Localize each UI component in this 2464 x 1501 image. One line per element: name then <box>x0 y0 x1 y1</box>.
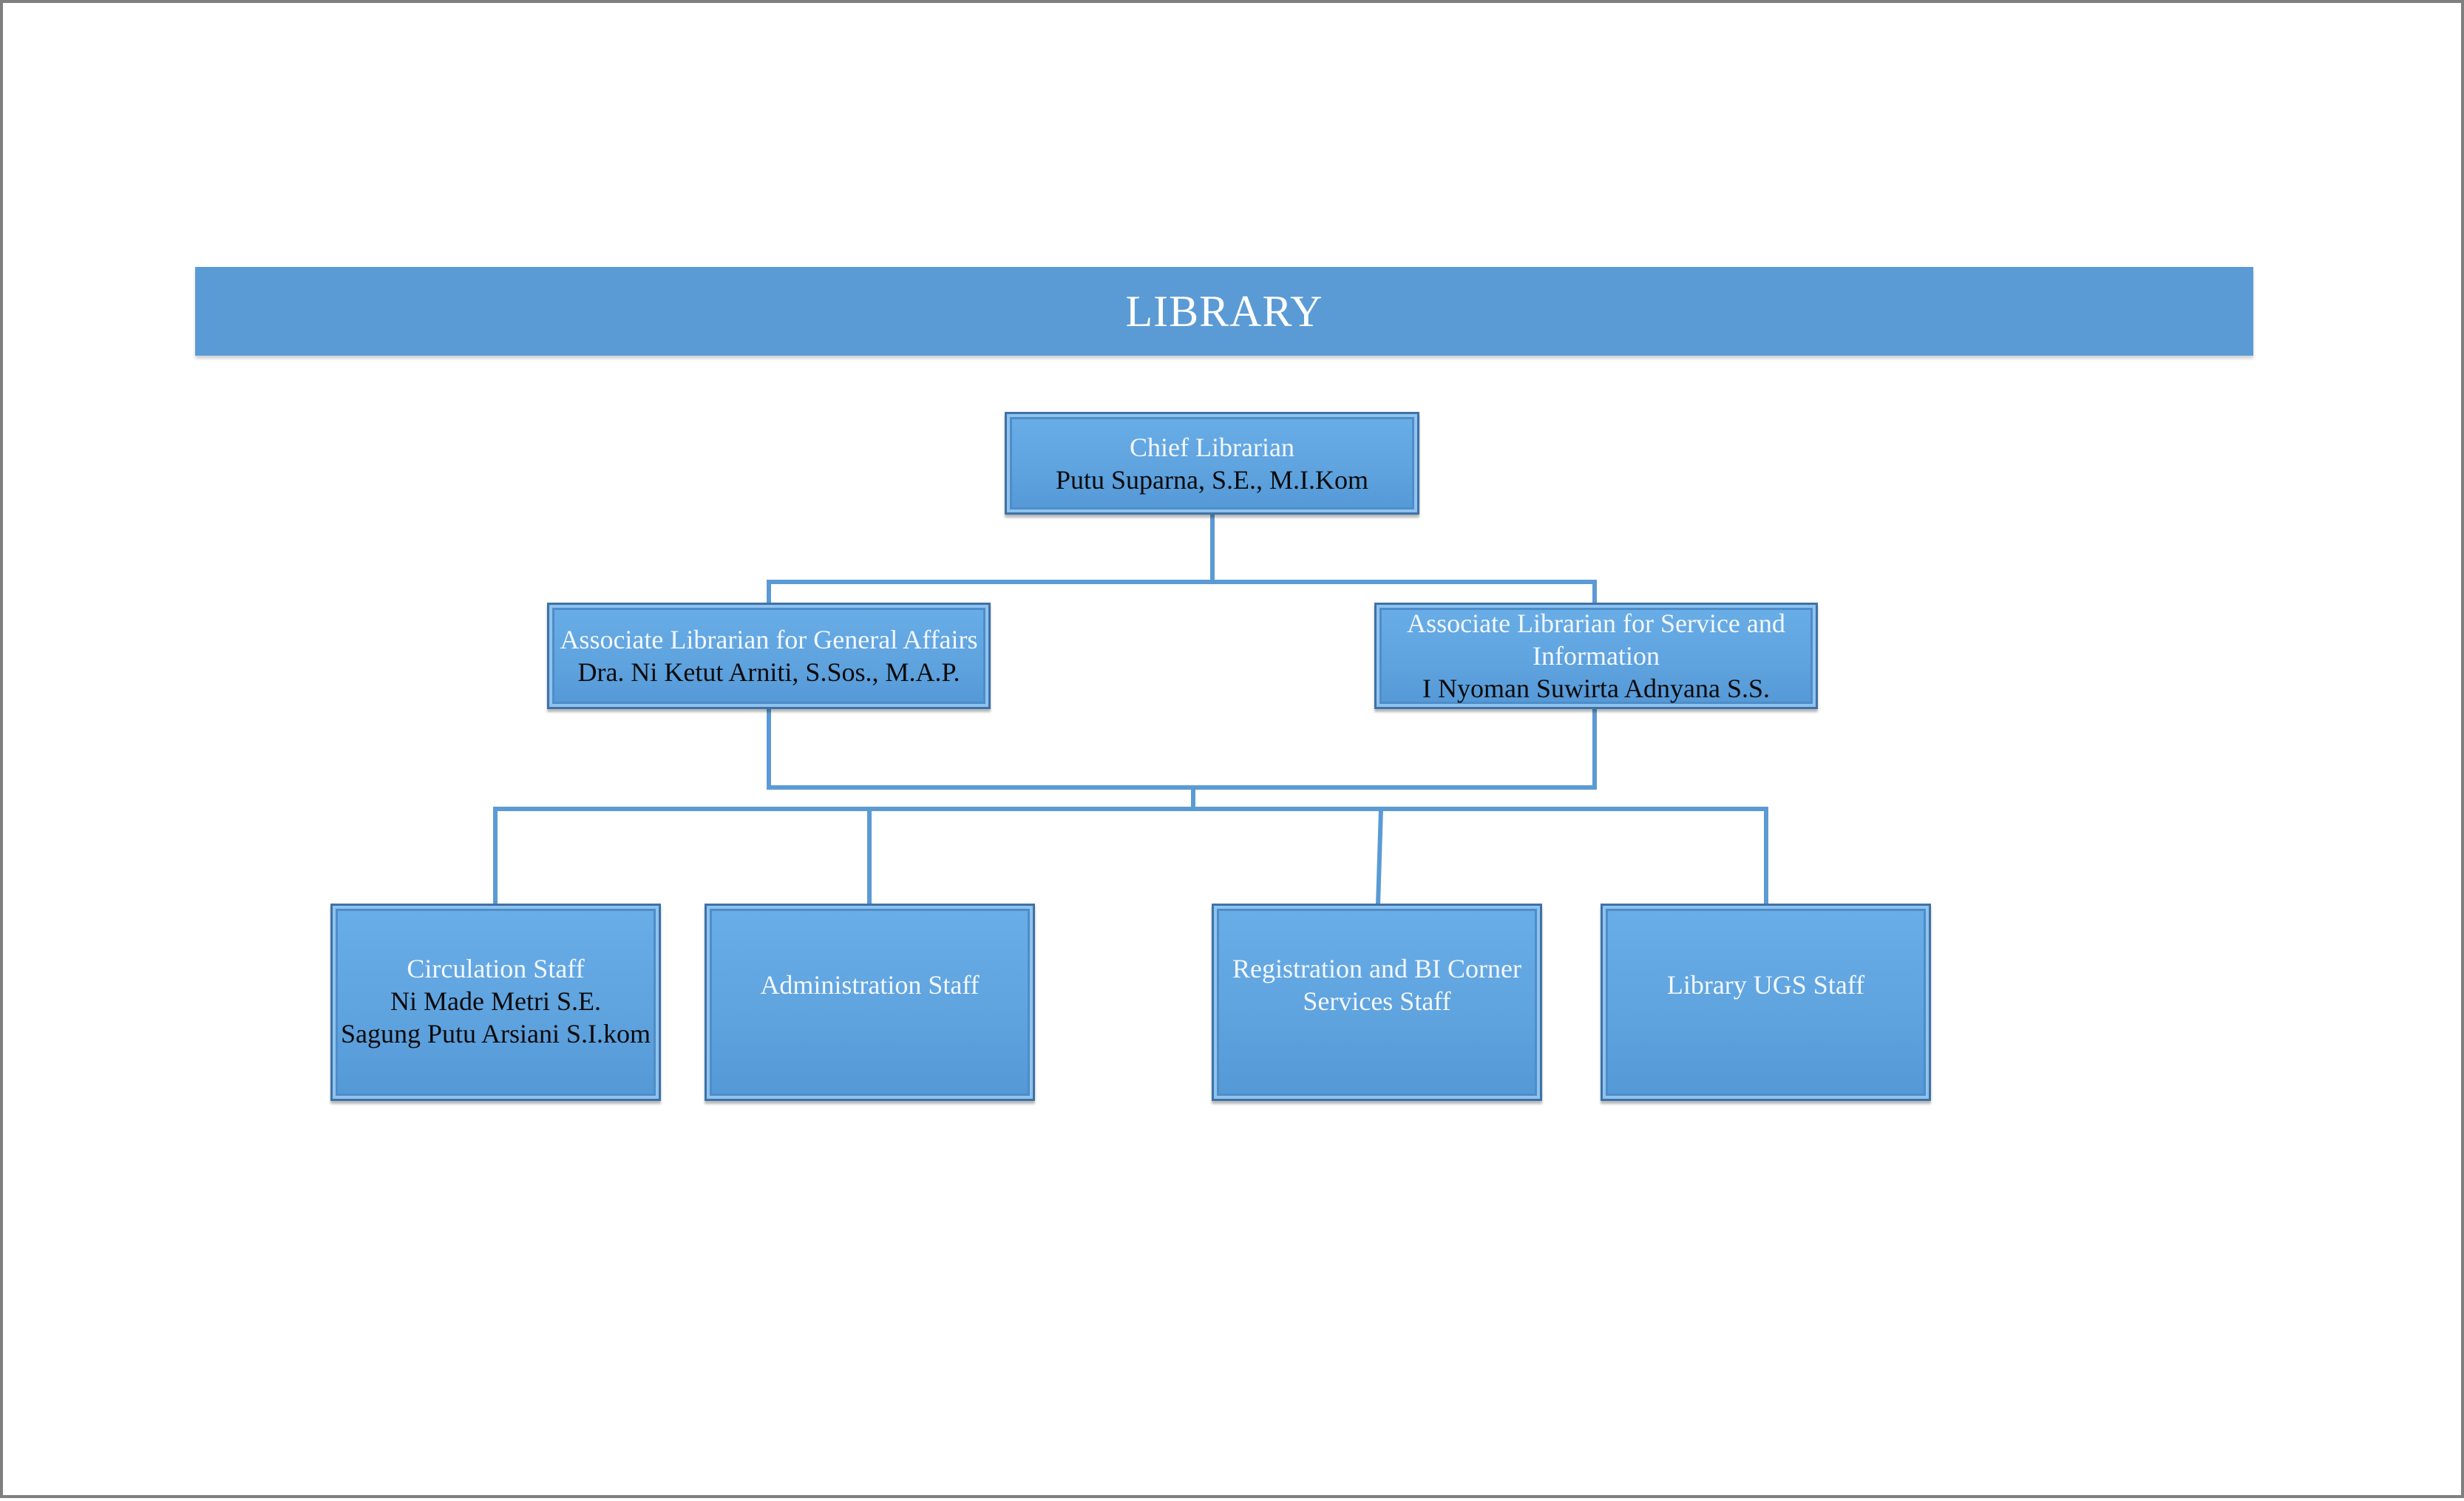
circulation-staff-box: Circulation Staff Ni Made Metri S.E. Sag… <box>330 904 661 1101</box>
associate-service-role-line2: Information <box>1533 641 1660 671</box>
diagram-title-banner: LIBRARY <box>195 267 2253 356</box>
circulation-staff-role: Circulation Staff <box>407 954 585 983</box>
registration-bi-corner-staff-box: Registration and BI Corner Services Staf… <box>1212 904 1542 1101</box>
connector-lines <box>493 511 1768 908</box>
associate-general-affairs-box: Associate Librarian for General Affairs … <box>547 603 991 709</box>
associate-service-role-line1: Associate Librarian for Service and <box>1407 609 1785 638</box>
library-ugs-staff-box: Library UGS Staff <box>1601 904 1931 1101</box>
circulation-staff-name-1: Ni Made Metri S.E. <box>390 986 601 1016</box>
registration-staff-role-line1: Registration and BI Corner <box>1232 954 1521 983</box>
associate-service-information-box: Associate Librarian for Service and Info… <box>1374 603 1818 709</box>
diagram-title: LIBRARY <box>1125 286 1323 336</box>
chief-role: Chief Librarian <box>1130 432 1294 462</box>
administration-staff-box: Administration Staff <box>705 904 1035 1101</box>
registration-staff-role-line2: Services Staff <box>1303 986 1451 1016</box>
chief-librarian-box: Chief Librarian Putu Suparna, S.E., M.I.… <box>1005 412 1419 515</box>
administration-staff-role: Administration Staff <box>760 970 980 1000</box>
associate-service-name: I Nyoman Suwirta Adnyana S.S. <box>1422 674 1770 703</box>
chief-name: Putu Suparna, S.E., M.I.Kom <box>1056 464 1368 495</box>
associate-general-affairs-role: Associate Librarian for General Affairs <box>560 625 978 654</box>
circulation-staff-name-2: Sagung Putu Arsiani S.I.kom <box>340 1019 651 1048</box>
associate-general-affairs-name: Dra. Ni Ketut Arniti, S.Sos., M.A.P. <box>577 657 960 687</box>
connector-staff-3 <box>1375 806 1384 908</box>
library-ugs-staff-role: Library UGS Staff <box>1666 970 1865 1000</box>
